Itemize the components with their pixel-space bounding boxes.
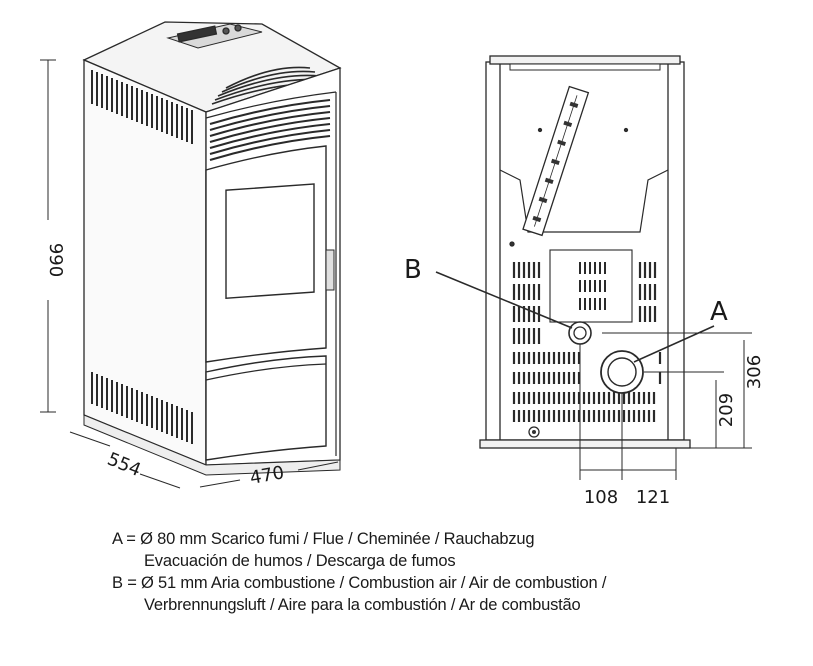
width-label: 470: [248, 462, 285, 489]
legend-line-a: A = Ø 80 mm Scarico fumi / Flue / Chemin…: [112, 530, 535, 548]
horizontal-dimensions: [579, 344, 677, 480]
offset-a-label: 121: [636, 487, 670, 508]
rear-bracket: [522, 85, 590, 237]
legend-line-a-cont: Evacuación de humos / Descarga de fumos: [144, 552, 456, 570]
height-dimension: [40, 59, 56, 413]
height-b-label: 306: [744, 355, 765, 389]
stove-technical-drawing: 990 554 470: [40, 21, 765, 508]
legend-line-b-cont: Verbrennungsluft / Aire para la combusti…: [144, 596, 581, 614]
control-panel: [166, 23, 263, 49]
legend: A = Ø 80 mm Scarico fumi / Flue / Chemin…: [112, 528, 792, 616]
offset-b-label: 108: [584, 487, 618, 508]
stove-door: [205, 145, 335, 363]
side-vent-top: [91, 70, 193, 144]
side-vent-bottom: [91, 372, 193, 444]
rear-vents-left: [512, 262, 541, 344]
depth-label: 554: [104, 449, 144, 481]
height-label: 990: [45, 243, 66, 277]
rear-vents-center: [579, 262, 606, 310]
depth-dimension: [69, 431, 181, 489]
legend-line-b: B = Ø 51 mm Aria combustione / Combustio…: [112, 574, 607, 592]
callout-a: A: [633, 297, 728, 363]
rear-vents-bottom: [512, 352, 662, 422]
door-window: [225, 183, 315, 299]
ash-drawer: [205, 355, 327, 461]
front-grille: [209, 99, 331, 161]
label-b: B: [404, 255, 422, 285]
width-dimension: [199, 461, 339, 488]
stove-perspective-view: [82, 21, 342, 476]
callout-b: B: [404, 255, 573, 329]
stove-rear-view: [479, 55, 691, 449]
label-a: A: [710, 297, 728, 327]
rear-vents-right: [638, 262, 657, 322]
vertical-dimensions: [602, 332, 752, 449]
combustion-air-port-b: [568, 321, 592, 345]
height-a-label: 209: [716, 393, 737, 427]
door-handle: [325, 249, 335, 291]
flue-port-a: [600, 350, 644, 394]
